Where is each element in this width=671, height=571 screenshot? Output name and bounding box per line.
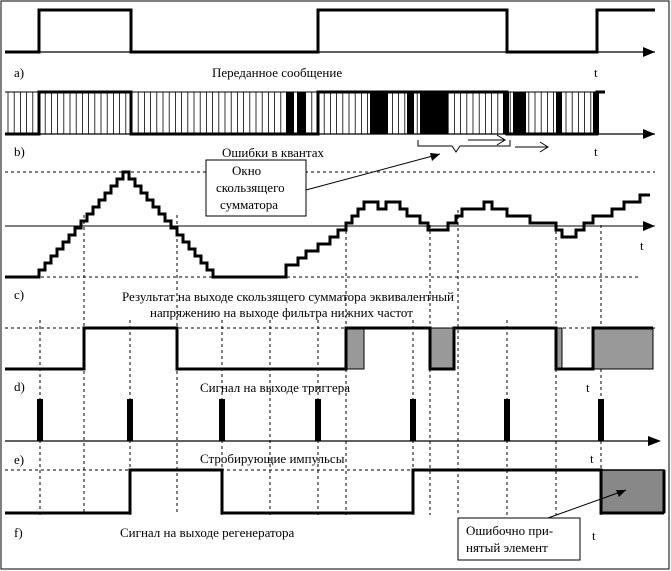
panel-c-caption-line1: Результат на выходе скользящего сумматор… [122,289,454,304]
error-callout-line2: нятый элемент [466,540,548,555]
window-callout-box [205,159,307,217]
panel-c-staircase [5,170,650,279]
error-callout-arrow-icon [616,490,626,497]
window-callout-line1: Окно [232,163,261,178]
panel-a-arrow-icon [643,47,655,57]
panel-c-t-label: t [640,238,644,253]
error-callout-pointer [547,489,627,519]
error-burst [503,92,509,134]
window-callout-arrow-icon [430,153,440,161]
panel-a-transmitted-message: a) Переданное сообщение t [5,8,655,80]
panel-b-t-label: t [594,144,598,159]
panel-d-error-region [429,327,455,370]
window-callout: Окно скользящего сумматора [205,153,441,217]
strobe-pulse [504,399,510,441]
panel-f-regenerator-output: f) Сигнал на выходе регенератора t [5,468,666,543]
panel-f-caption: Сигнал на выходе регенератора [120,525,295,540]
panel-f-t-label: t [592,528,596,543]
error-callout-box [457,517,581,561]
window-callout-line3: сумматора [220,197,278,212]
panel-b-letter: b) [14,144,25,159]
window-callout-line2: скользящего [216,180,285,195]
error-callout-line1: Ошибочно при- [466,523,553,538]
strobe-pulse [598,399,604,441]
panel-b-arrow-icon [643,129,655,139]
panel-e-letter: e) [14,452,24,467]
strobe-pulse [219,399,225,441]
strobe-pulse [127,399,133,441]
panel-d-caption: Сигнал на выходе триггера [200,380,350,395]
strobe-pulse [315,399,321,441]
error-callout: Ошибочно при- нятый элемент [457,489,627,561]
strobe-pulse [410,399,416,441]
strobe-pulses [5,399,661,446]
panel-c-summator-output: c) Результат на выходе скользящего сумма… [5,170,655,320]
panel-b-quanta-errors: b) Ошибки в квантах t [5,90,655,160]
panel-c-letter: c) [14,287,24,302]
panel-d-t-label: t [586,380,590,395]
panel-f-signal [5,468,664,515]
panel-a-signal [5,8,655,54]
panel-e-strobe-pulses: e) Стробирующие импульсы t [14,451,594,467]
panel-d-trigger-output: d) Сигнал на выходе триггера t [5,326,655,395]
window-callout-pointer [305,153,441,191]
window-arrow-1-head-icon [496,134,506,146]
panel-f-letter: f) [14,525,23,540]
error-burst [407,92,414,134]
error-burst [513,92,526,134]
strobe-pulse [37,399,43,441]
panel-a-t-label: t [594,65,598,80]
strobe-guides [39,210,602,515]
window-brace [417,140,511,153]
panel-f-error-element [600,469,665,514]
error-burst [297,92,306,134]
panel-e-t-label: t [590,451,594,466]
panel-d-error-region [592,327,654,370]
error-burst [556,92,562,134]
error-burst [286,92,294,134]
panel-b-caption: Ошибки в квантах [222,145,325,160]
panel-d-error-region [345,327,365,370]
panel-c-arrow-icon [643,221,655,231]
strobe-arrow-icon [648,436,661,446]
panel-e-caption: Стробирующие импульсы [200,451,345,466]
error-burst [420,92,448,134]
window-arrow-2-head-icon [539,141,549,153]
panel-d-signal [5,326,653,371]
panel-d-letter: d) [14,379,25,394]
error-burst [593,92,599,134]
panel-a-caption: Переданное сообщение [212,65,342,80]
panel-c-caption-line2: напряжению на выходе фильтра нижних част… [150,305,413,320]
panel-a-letter: a) [14,65,24,80]
error-burst [370,92,388,134]
